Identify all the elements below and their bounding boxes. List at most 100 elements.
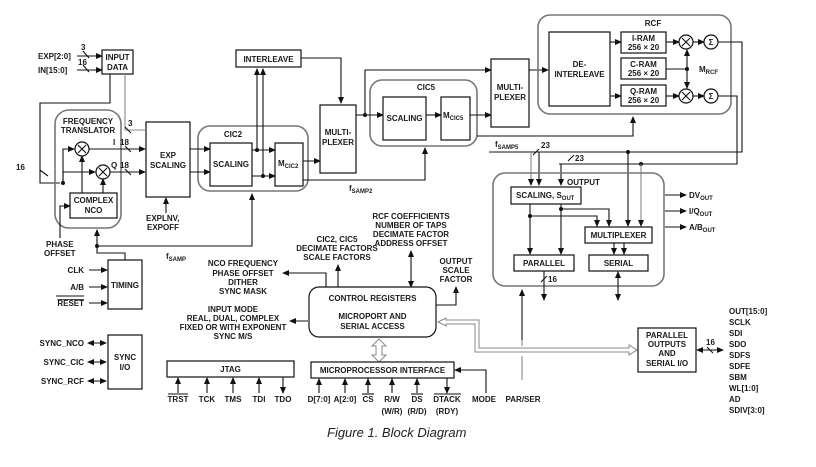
output-multiplexer-label: MULTIPLEXER <box>591 231 647 240</box>
multiplexer-2-block <box>490 58 530 128</box>
svg-text:SDIV[3:0]: SDIV[3:0] <box>729 406 765 415</box>
fsamp5-label: fSAMP5 <box>495 140 519 151</box>
svg-text:INPUT MODE: INPUT MODE <box>208 305 259 314</box>
frequency-translator-group <box>54 109 122 229</box>
sync-io-block <box>107 334 143 390</box>
in-width-label: 16 <box>78 58 87 67</box>
multiplexer-1-label-2: PLEXER <box>322 138 354 147</box>
trst-label: TRST <box>168 395 189 404</box>
ds-alt-label: (R/D) <box>407 407 426 416</box>
svg-text:ADDRESS OFFSET: ADDRESS OFFSET <box>375 239 448 248</box>
cs-pin-label: CS <box>362 395 374 404</box>
iq-out-label: I/QOUT <box>689 207 713 218</box>
svg-text:REAL, DUAL, COMPLEX: REAL, DUAL, COMPLEX <box>187 314 280 323</box>
rcf-group <box>537 14 732 115</box>
multiply-icon <box>98 167 108 177</box>
serial-label: SERIAL <box>604 259 633 268</box>
sync-io-label-2: I/O <box>120 363 131 372</box>
bypass-wire <box>364 67 492 115</box>
explnv-label-1: EXPLNV, <box>146 214 180 223</box>
input-data-label-1: INPUT <box>106 53 130 62</box>
svg-text:SCALE FACTORS: SCALE FACTORS <box>303 253 371 262</box>
exp-scaling-label-1: EXP <box>160 151 177 160</box>
cic2-scaling-block <box>209 142 253 187</box>
svg-text:NUMBER OF TAPS: NUMBER OF TAPS <box>375 221 447 230</box>
svg-text:SDFE: SDFE <box>729 362 751 371</box>
sigma-icon: Σ <box>709 38 714 47</box>
mpi-label: MICROPROCESSOR INTERFACE <box>320 366 446 375</box>
freq-translator-label-1: FREQUENCY <box>63 117 114 126</box>
q-ram-label-2: 256 × 20 <box>628 96 660 105</box>
svg-text:AD: AD <box>729 395 741 404</box>
svg-text:CIC2, CIC5: CIC2, CIC5 <box>317 235 358 244</box>
svg-text:DECIMATE FACTOR: DECIMATE FACTOR <box>373 230 449 239</box>
bus-slash <box>706 346 714 354</box>
mode-arrow <box>454 367 487 393</box>
i-mixer-in <box>62 146 75 183</box>
multiplexer-1-label-1: MULTI- <box>325 128 352 137</box>
bus-slash <box>124 126 132 134</box>
tck-label: TCK <box>199 395 216 404</box>
svg-text:SCALE: SCALE <box>442 266 470 275</box>
ab-out-label: A/BOUT <box>689 223 716 234</box>
bus-slash <box>82 50 90 59</box>
cic2-m-label: MCIC2 <box>278 159 299 170</box>
rcf-label: RCF <box>645 19 662 28</box>
svg-text:SCLK: SCLK <box>729 318 751 327</box>
loop-width-label: 16 <box>16 163 25 172</box>
parallel-width-label: 16 <box>548 275 557 284</box>
complex-nco-block <box>69 192 118 219</box>
wire <box>561 208 612 227</box>
scaling-sout-block <box>510 186 582 205</box>
i-ram-label-1: I-RAM <box>632 34 655 43</box>
svg-text:SYNC MASK: SYNC MASK <box>219 287 267 296</box>
par-ser-label: PAR/SER <box>506 395 541 404</box>
exp-wire <box>124 74 145 131</box>
wire <box>301 57 344 104</box>
interleave-label: INTERLEAVE <box>243 55 294 64</box>
par-out-label-4: SERIAL I/O <box>646 359 688 368</box>
control-label-3: SERIAL ACCESS <box>340 322 405 331</box>
sync-nco-label: SYNC_NCO <box>40 339 84 348</box>
exp-input-label: EXP[2:0] <box>38 52 71 61</box>
bus-slash <box>82 64 90 73</box>
cic2-scaling-label: SCALING <box>213 160 249 169</box>
control-to-output-bus <box>436 317 638 356</box>
sync-io-label-1: SYNC <box>114 353 136 362</box>
timing-label: TIMING <box>111 281 139 290</box>
output-label: OUTPUT <box>567 178 600 187</box>
dv-out-label: DVOUT <box>689 191 713 202</box>
tdi-label: TDI <box>253 395 266 404</box>
cic5-scaling-block <box>382 96 427 141</box>
cic2-label: CIC2 <box>224 130 243 139</box>
svg-text:OUT[15:0]: OUT[15:0] <box>729 307 768 316</box>
input-data-block <box>101 49 134 75</box>
bus-slash <box>532 148 540 156</box>
svg-text:SDFS: SDFS <box>729 351 751 360</box>
cic5-m-block <box>440 96 471 141</box>
q-mixer-in <box>62 169 96 183</box>
control-label-1: CONTROL REGISTERS <box>329 294 418 303</box>
output-multiplexer-block <box>584 226 653 244</box>
i-path-label: I <box>113 138 115 147</box>
reset-label: RESET <box>57 299 84 308</box>
bus-slash <box>124 168 132 176</box>
exp-scaling-label-2: SCALING <box>150 161 186 170</box>
c-ram-label-1: C-RAM <box>630 60 657 69</box>
svg-text:DITHER: DITHER <box>228 278 258 287</box>
phase-offset-arrow <box>59 203 71 238</box>
multiplexer-1-block <box>319 104 357 174</box>
wire <box>96 246 126 260</box>
bus-slash <box>39 169 49 177</box>
a-pin-label: A[2:0] <box>334 395 357 404</box>
wire <box>558 163 564 186</box>
control-mpi-bus <box>370 338 388 363</box>
par-out-label-2: OUTPUTS <box>648 340 687 349</box>
i-ram-label-2: 256 × 20 <box>628 43 660 52</box>
svg-text:SDI: SDI <box>729 329 742 338</box>
control-label-2: MICROPORT AND <box>338 312 406 321</box>
sync-cic-label: SYNC_CIC <box>44 358 85 367</box>
svg-text:DECIMATE FACTORS: DECIMATE FACTORS <box>296 244 378 253</box>
serial-pin-list: OUT[15:0] SCLK SDI SDO SDFS SDFE SBM WL[… <box>729 307 768 415</box>
